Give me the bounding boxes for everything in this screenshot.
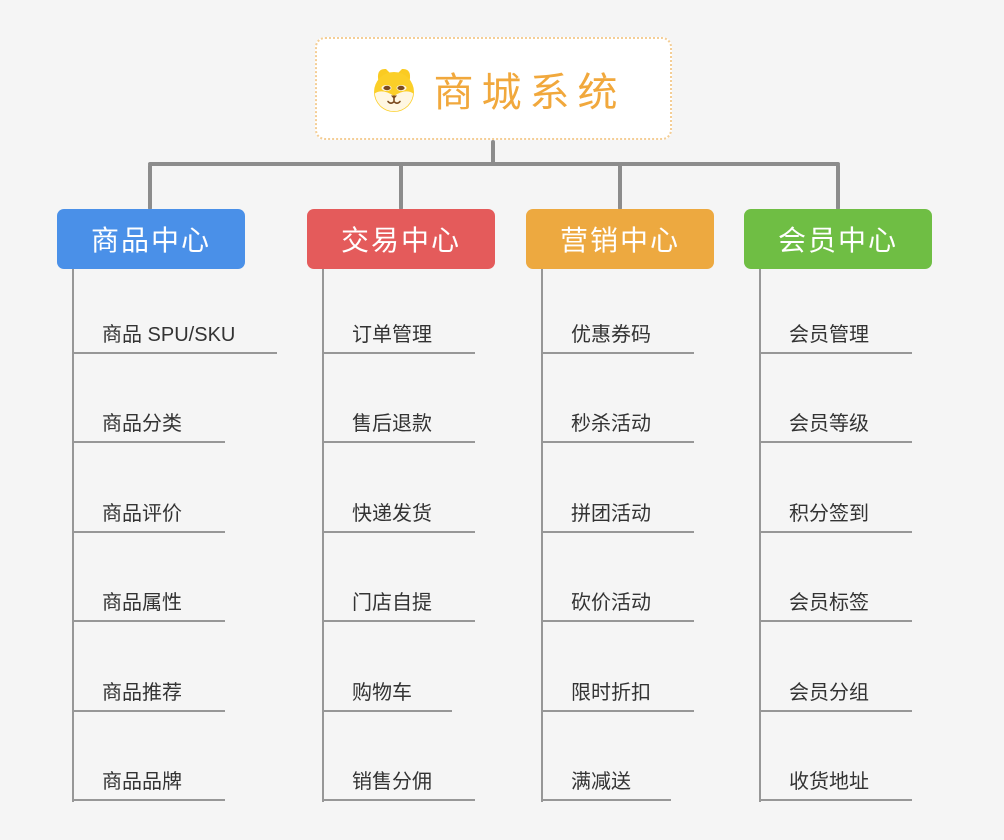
subnode-label: 商品品牌 [102,771,182,793]
subnode-member-groups[interactable]: 会员分组 [759,672,912,712]
subnode-member-tags[interactable]: 会员标签 [759,582,912,622]
subnode-label: 购物车 [352,682,412,704]
subnode-shipping-address[interactable]: 收货地址 [759,761,912,801]
connector-drop [836,164,840,210]
subnode-product-brand[interactable]: 商品品牌 [72,761,225,801]
branch-node-products[interactable]: 商品中心 [57,209,245,269]
subnode-limited-time-discount[interactable]: 限时折扣 [541,672,694,712]
branch-vline [322,269,324,802]
branch-label: 交易中心 [340,225,461,256]
connector-drop [618,164,622,210]
branch-column-members: 会员中心 会员管理 会员等级 积分签到 会员标签 会员分组 收货地址 [744,209,1004,819]
subnode-product-recommend[interactable]: 商品推荐 [72,672,225,712]
subnode-label: 商品属性 [102,592,182,614]
subnode-flash-sale[interactable]: 秒杀活动 [541,403,694,443]
subnode-label: 会员分组 [789,682,869,704]
branch-label: 商品中心 [90,225,211,256]
subnode-product-spu-sku[interactable]: 商品 SPU/SKU [72,314,277,354]
subnode-label: 销售分佣 [352,771,432,793]
subnode-express-delivery[interactable]: 快递发货 [322,493,475,533]
subnode-label: 商品推荐 [102,682,182,704]
branch-column-marketing: 营销中心 优惠券码 秒杀活动 拼团活动 砍价活动 限时折扣 满减送 [526,209,786,819]
branch-vline [541,269,543,802]
subnode-label: 订单管理 [352,324,432,346]
subnode-label: 砍价活动 [571,592,651,614]
subnode-label: 商品分类 [102,413,182,435]
connector-drop [148,164,152,210]
subnode-spend-and-save[interactable]: 满减送 [541,761,671,801]
shiba-dog-icon [373,68,414,112]
branch-vline [72,269,74,802]
subnode-label: 满减送 [571,771,631,793]
subnode-label: 限时折扣 [571,682,651,704]
subnode-label: 商品评价 [102,503,182,525]
branch-label: 会员中心 [777,225,898,256]
connector-distributor [148,162,840,166]
subnode-label: 收货地址 [789,771,869,793]
root-title: 商城系统 [433,70,626,115]
subnode-product-attribute[interactable]: 商品属性 [72,582,225,622]
subnode-label: 秒杀活动 [571,413,651,435]
subnode-coupon-codes[interactable]: 优惠券码 [541,314,694,354]
branch-node-marketing[interactable]: 营销中心 [526,209,714,269]
branch-label: 营销中心 [559,225,680,256]
subnode-shopping-cart[interactable]: 购物车 [322,672,452,712]
branch-column-products: 商品中心 商品 SPU/SKU 商品分类 商品评价 商品属性 商品推荐 商品品牌 [57,209,317,819]
subnode-label: 会员等级 [789,413,869,435]
subnode-product-review[interactable]: 商品评价 [72,493,225,533]
connector-drop [399,164,403,210]
subnode-store-pickup[interactable]: 门店自提 [322,582,475,622]
subnode-group-buy[interactable]: 拼团活动 [541,493,694,533]
subnode-label: 商品 SPU/SKU [102,324,236,346]
subnode-label: 会员标签 [789,592,869,614]
subnode-member-level[interactable]: 会员等级 [759,403,912,443]
subnode-order-management[interactable]: 订单管理 [322,314,475,354]
branch-column-trade: 交易中心 订单管理 售后退款 快递发货 门店自提 购物车 销售分佣 [307,209,567,819]
subnode-label: 优惠券码 [571,324,651,346]
subnode-aftersale-refund[interactable]: 售后退款 [322,403,475,443]
subnode-label: 积分签到 [789,503,869,525]
subnode-label: 拼团活动 [571,503,651,525]
branch-node-trade[interactable]: 交易中心 [307,209,495,269]
root-node[interactable]: 商城系统 [315,37,672,140]
branch-vline [759,269,761,802]
subnode-sales-commission[interactable]: 销售分佣 [322,761,475,801]
subnode-bargain-activity[interactable]: 砍价活动 [541,582,694,622]
connector-trunk [491,140,495,166]
subnode-label: 门店自提 [352,592,432,614]
subnode-product-category[interactable]: 商品分类 [72,403,225,443]
subnode-label: 快递发货 [352,503,432,525]
subnode-member-management[interactable]: 会员管理 [759,314,912,354]
subnode-points-checkin[interactable]: 积分签到 [759,493,912,533]
subnode-label: 售后退款 [352,413,432,435]
subnode-label: 会员管理 [789,324,869,346]
branch-node-members[interactable]: 会员中心 [744,209,932,269]
